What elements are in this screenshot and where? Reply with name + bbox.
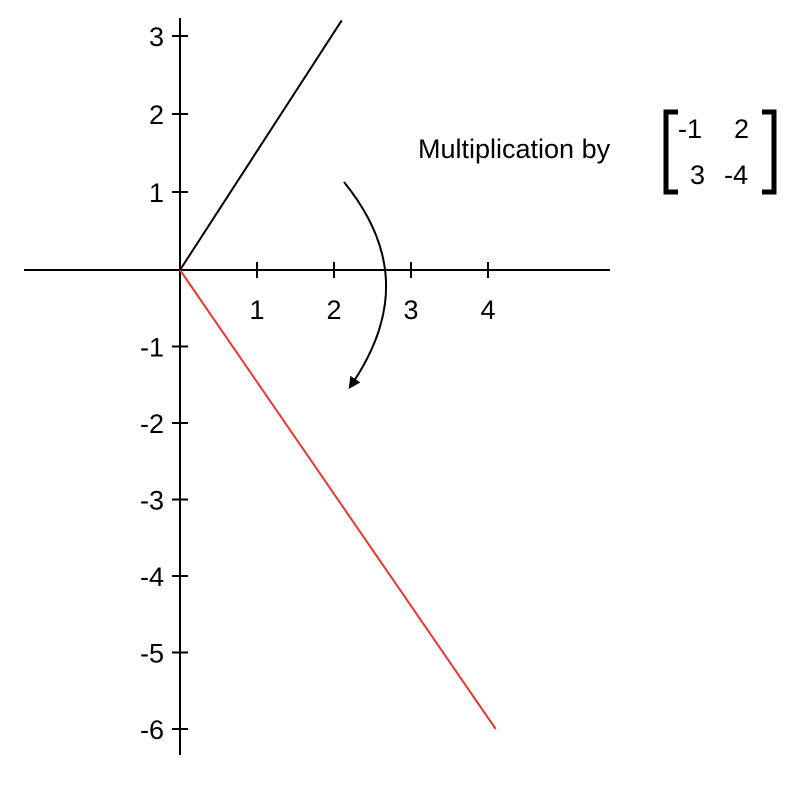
matrix-entry-r1c2: 2 <box>734 114 749 144</box>
x-tick-label: 1 <box>249 295 264 325</box>
y-tick-label: -1 <box>140 333 164 363</box>
caption-text: Multiplication by <box>418 134 611 164</box>
y-tick-label: 1 <box>149 178 164 208</box>
matrix-entry-r2c2: -4 <box>724 160 748 190</box>
original-vector-line <box>179 19 343 271</box>
matrix-entry-r2c1: 3 <box>690 160 705 190</box>
y-tick-label: 3 <box>149 22 164 52</box>
y-tick-label: -6 <box>140 715 164 745</box>
y-tick-label: 2 <box>149 100 164 130</box>
matrix-entry-r1c1: -1 <box>678 114 702 144</box>
rotation-arrow <box>343 181 387 389</box>
y-tick-label: -4 <box>140 562 164 592</box>
y-tick-group: 3 2 1 -1 -2 -3 -4 -5 -6 <box>140 22 188 745</box>
matrix: -1 2 3 -4 <box>663 109 777 195</box>
x-tick-label: 2 <box>326 295 341 325</box>
y-tick-label: -2 <box>140 409 164 439</box>
x-tick-group: 1 2 3 4 <box>249 262 496 325</box>
series-layer <box>179 19 497 730</box>
x-tick-label: 4 <box>480 295 495 325</box>
y-tick-label: -5 <box>140 639 164 669</box>
x-tick-label: 3 <box>403 295 418 325</box>
y-tick-label: -3 <box>140 486 164 516</box>
matrix-right-bracket <box>762 109 777 195</box>
matrix-left-bracket <box>663 109 678 195</box>
transformed-vector-line <box>179 269 497 730</box>
